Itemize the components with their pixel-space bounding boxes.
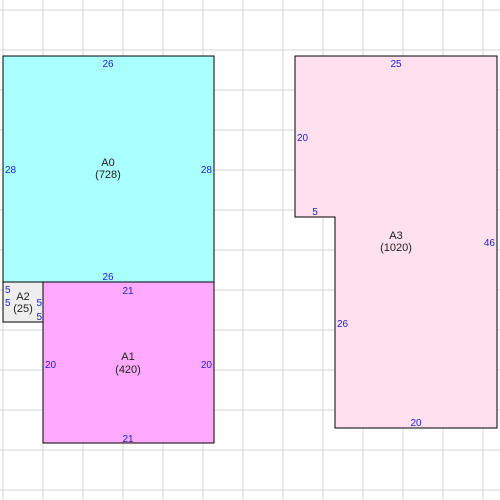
area-a2-shape[interactable] <box>2 281 44 323</box>
area-a3-dim-left-lower: 26 <box>337 319 349 330</box>
area-a2-dim-top: 5 <box>5 285 11 296</box>
area-a3-dim-left-upper: 20 <box>297 133 309 144</box>
area-a1-dim-left: 20 <box>45 360 57 371</box>
area-a0-area: (728) <box>95 169 121 181</box>
area-a2-area: (25) <box>13 303 33 315</box>
area-a0-dim-right: 28 <box>201 165 213 176</box>
area-a1-shape[interactable] <box>42 281 215 444</box>
area-a3-dim-right: 46 <box>484 238 496 249</box>
area-a3[interactable]: A3 (1020) 25 20 5 26 46 20 <box>294 55 498 429</box>
area-a2-label: A2 <box>16 291 29 303</box>
area-a1-label: A1 <box>121 351 134 363</box>
area-a3-dim-top: 25 <box>390 59 402 70</box>
area-a0-label: A0 <box>101 157 114 169</box>
area-a3-dim-bottom: 20 <box>410 418 422 429</box>
area-a0-dim-bottom: 26 <box>102 272 114 283</box>
area-a0-dim-left: 28 <box>5 165 17 176</box>
area-a1[interactable]: A1 (420) 21 20 20 21 <box>42 281 215 445</box>
area-a1-dim-bottom: 21 <box>122 434 134 445</box>
area-a3-label: A3 <box>389 230 402 242</box>
area-a0[interactable]: A0 (728) 26 28 28 26 <box>2 55 215 283</box>
area-a0-dim-top: 26 <box>102 59 114 70</box>
area-a2-dim-right: 5 <box>36 298 42 309</box>
area-a2-dim-bottom: 5 <box>36 312 42 323</box>
area-a3-dim-notch: 5 <box>312 207 318 218</box>
area-a1-area: (420) <box>115 364 141 376</box>
area-a2-dim-left: 5 <box>5 298 11 309</box>
area-a3-shape[interactable] <box>294 55 498 429</box>
area-a2[interactable]: A2 (25) 5 5 5 5 <box>2 281 44 323</box>
area-a1-dim-top: 21 <box>122 286 134 297</box>
area-a1-dim-right: 20 <box>201 360 213 371</box>
area-a3-area: (1020) <box>380 242 412 254</box>
